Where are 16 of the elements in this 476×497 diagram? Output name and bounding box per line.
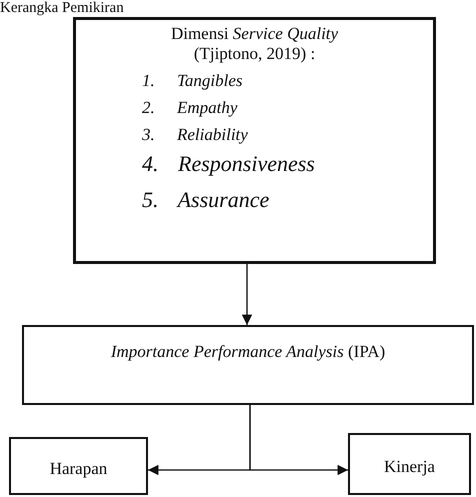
process-box — [348, 433, 471, 495]
process-box — [9, 437, 148, 495]
heading-text: Kerangka Pemikiran — [0, 0, 124, 16]
box-text: Harapan — [48, 459, 108, 479]
list-item: 4. Responsiveness — [142, 151, 315, 176]
process-box — [22, 325, 474, 405]
box-text: Importance Performance Analysis (IPA) — [110, 342, 386, 362]
list-item: 1. Tangibles — [142, 71, 243, 91]
list-item: 2. Empathy — [142, 98, 238, 118]
box-text: Dimensi Service Quality (Tjiptono, 2019) : — [170, 24, 340, 64]
list-item: 5. Assurance — [142, 187, 270, 212]
arrow — [249, 405, 348, 476]
list-item: 3. Reliability — [142, 125, 248, 145]
box-text: Kinerja — [383, 457, 436, 477]
concept-box — [73, 17, 436, 264]
arrow — [242, 264, 252, 325]
